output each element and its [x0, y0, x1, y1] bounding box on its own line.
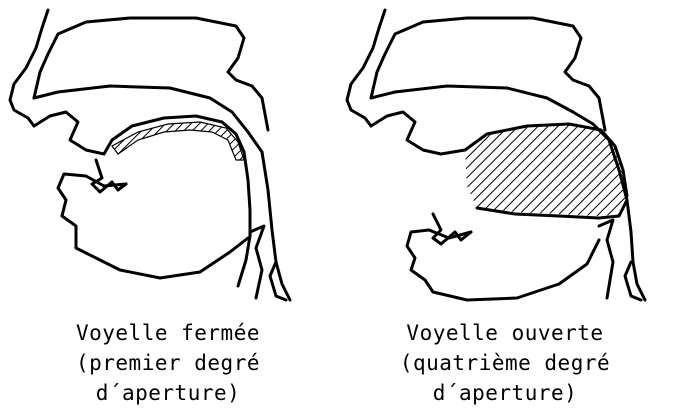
figure-open-vowel: Voyelle ouverte (quatrième degré d´apert… — [337, 0, 673, 412]
upper-lip — [34, 112, 104, 154]
pharynx-wall — [262, 152, 290, 300]
vocal-tract-diagram-closed — [0, 0, 336, 310]
caption-closed-vowel: Voyelle fermée (premier degré d´aperture… — [0, 318, 336, 408]
figure-closed-vowel: Voyelle fermée (premier degré d´aperture… — [0, 0, 336, 412]
caption-line-2: (premier degré — [0, 348, 336, 378]
caption-line-1: Voyelle fermée — [0, 318, 336, 348]
caption-open-vowel: Voyelle ouverte (quatrième degré d´apert… — [337, 318, 673, 408]
epiglottis — [599, 220, 613, 298]
jaw — [58, 174, 248, 278]
epiglottis — [250, 226, 264, 298]
caption-line-3: d´aperture) — [0, 378, 336, 408]
caption-line-3: d´aperture) — [337, 378, 673, 408]
caption-line-1: Voyelle ouverte — [337, 318, 673, 348]
upper-lip — [371, 112, 465, 154]
lower-lip — [433, 214, 471, 244]
oral-cavity-hatched — [465, 124, 627, 216]
lower-lip — [92, 160, 126, 192]
hard-palate — [34, 86, 262, 152]
vocal-tract-diagram-open — [337, 0, 673, 310]
caption-line-2: (quatrième degré — [337, 348, 673, 378]
